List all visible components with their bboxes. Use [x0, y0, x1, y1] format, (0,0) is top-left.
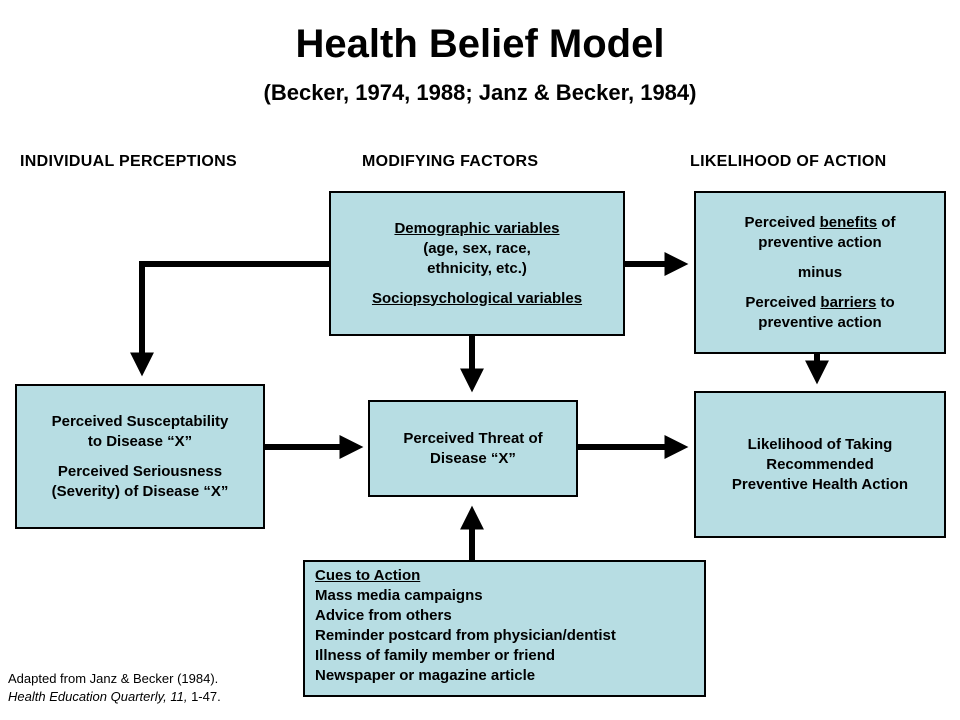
column-heading-likelihood: LIKELIHOOD OF ACTION	[690, 153, 887, 170]
cues-item: Advice from others	[315, 607, 452, 624]
benefits-line1: Perceived benefits of	[744, 213, 896, 231]
demographic-line1: (age, sex, race,	[423, 239, 531, 257]
source-pages: 1-47.	[187, 689, 221, 704]
benefits-line2: preventive action	[758, 233, 882, 251]
barriers-line1: Perceived barriers to	[745, 293, 895, 311]
source-line1: Adapted from Janz & Becker (1984).	[8, 671, 219, 686]
column-heading-individual: INDIVIDUAL PERCEPTIONS	[20, 153, 237, 170]
page-title: Health Belief Model	[295, 22, 665, 66]
benefits-word: benefits	[819, 213, 878, 231]
threat-line1: Perceived Threat of	[403, 429, 543, 447]
threat-box: Perceived Threat of Disease “X”	[368, 400, 578, 497]
minus-label: minus	[797, 263, 843, 281]
column-heading-modifying: MODIFYING FACTORS	[362, 153, 539, 170]
arrow-demographic-to-susceptibility	[130, 261, 330, 377]
cues-item: Newspaper or magazine article	[315, 667, 536, 684]
page-subtitle: (Becker, 1974, 1988; Janz & Becker, 1984…	[263, 80, 697, 105]
source-line2: Health Education Quarterly, 11, 1-47.	[8, 688, 221, 706]
barriers-line2: preventive action	[758, 313, 882, 331]
susceptibility-line1: Perceived Susceptability	[51, 412, 229, 430]
cues-item: Reminder postcard from physician/dentist	[315, 627, 616, 644]
susceptibility-line2: to Disease “X”	[87, 432, 193, 450]
barriers-word: barriers	[820, 293, 877, 311]
sociopsychological-label: Sociopsychological variables	[371, 289, 583, 307]
seriousness-line1: Perceived Seriousness	[57, 462, 223, 480]
benefits-barriers-box: Perceived benefits of preventive action …	[694, 191, 946, 354]
cues-item: Mass media campaigns	[315, 587, 483, 604]
susceptibility-box: Perceived Susceptability to Disease “X” …	[15, 384, 265, 529]
threat-line2: Disease “X”	[430, 449, 516, 467]
demographic-heading: Demographic variables	[394, 219, 560, 237]
cues-box: Cues to Action Mass media campaigns Advi…	[303, 560, 706, 697]
likelihood-line1: Likelihood of Taking	[747, 435, 893, 453]
likelihood-line3: Preventive Health Action	[731, 475, 909, 493]
cues-item: Illness of family member or friend	[315, 647, 556, 664]
likelihood-box: Likelihood of Taking Recommended Prevent…	[694, 391, 946, 538]
source-citation: Adapted from Janz & Becker (1984). Healt…	[8, 670, 221, 706]
demographic-box: Demographic variables (age, sex, race, e…	[329, 191, 625, 336]
seriousness-line2: (Severity) of Disease “X”	[51, 482, 229, 500]
likelihood-line2: Recommended	[766, 455, 874, 473]
source-journal: Health Education Quarterly, 11,	[8, 689, 188, 704]
demographic-line2: ethnicity, etc.)	[427, 259, 527, 277]
cues-heading: Cues to Action	[315, 567, 421, 584]
